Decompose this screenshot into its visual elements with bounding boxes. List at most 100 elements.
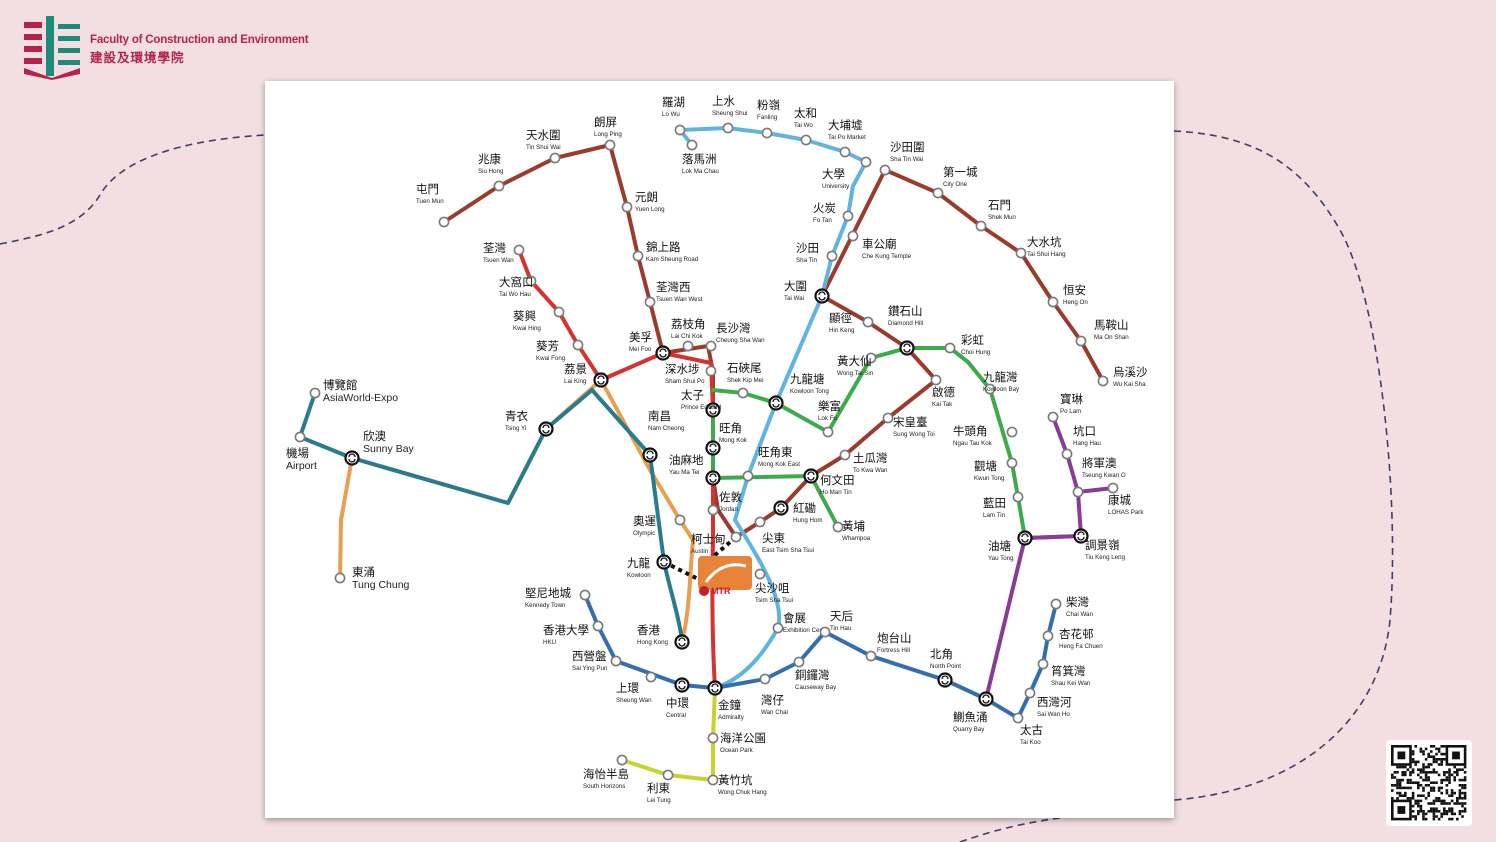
station-dot-icon bbox=[294, 431, 306, 443]
qr-code[interactable] bbox=[1386, 740, 1472, 826]
faculty-logo[interactable]: Faculty of Construction and Environment … bbox=[22, 16, 309, 80]
station-dot-icon bbox=[674, 514, 686, 526]
